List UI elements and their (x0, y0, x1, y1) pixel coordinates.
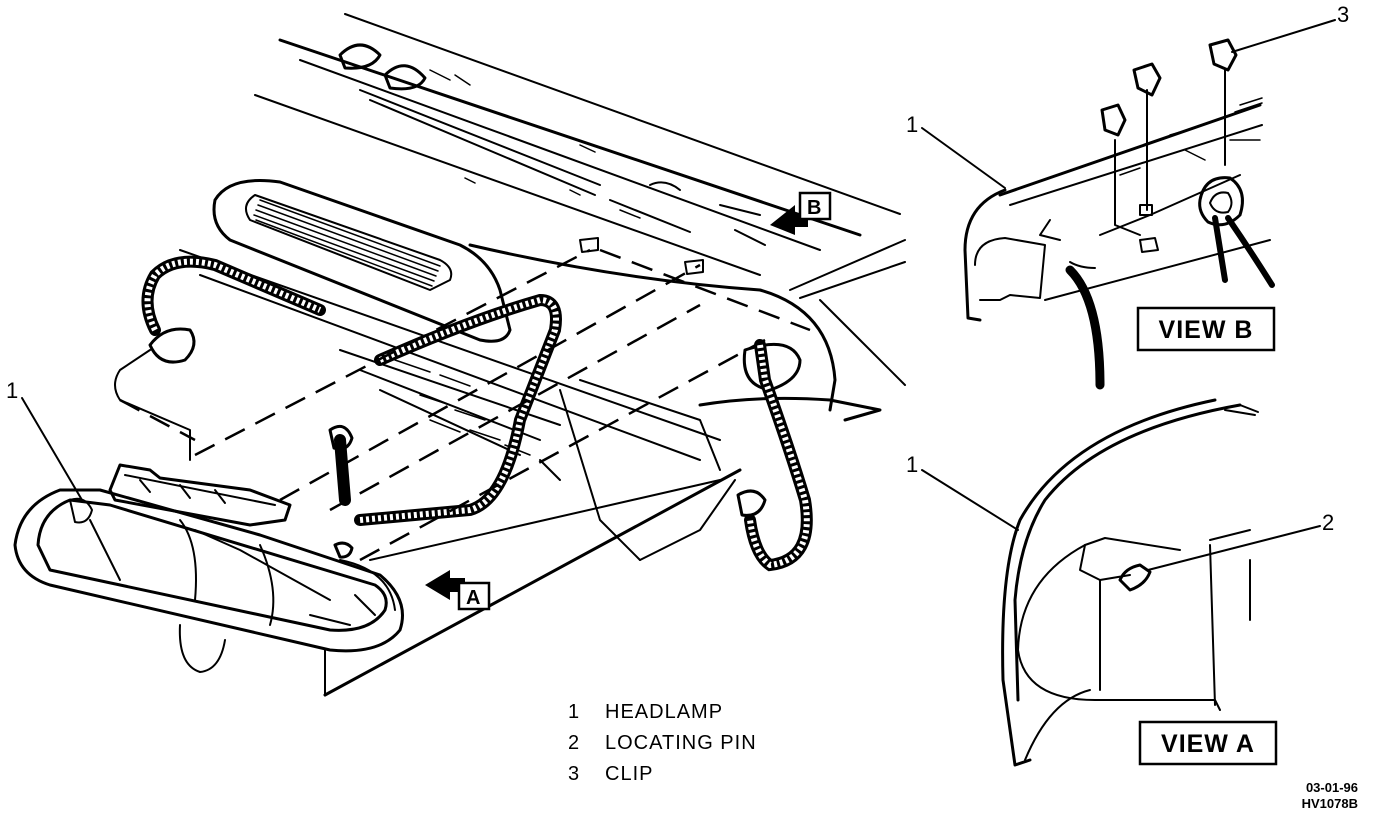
callout-view-b-clip-number: 3 (1337, 2, 1349, 27)
view-b-arrow-letter: B (807, 197, 821, 219)
legend-item-number: 3 (568, 763, 580, 785)
legend-item-number: 1 (568, 701, 580, 723)
callout-view-a-headlamp-number: 1 (906, 452, 918, 477)
reference-date: 03-01-96 (1306, 780, 1358, 795)
callout-view-b-headlamp-number: 1 (906, 112, 918, 137)
legend-item: 3 CLIP (568, 763, 653, 785)
callout-view-a-headlamp: 1 (906, 452, 1019, 531)
callout-main-headlamp-number: 1 (6, 378, 18, 403)
legend-item-number: 2 (568, 732, 580, 754)
view-b-label: VIEW B (1159, 316, 1254, 344)
view-b-detail (963, 38, 1275, 390)
view-a-detail (1001, 398, 1259, 767)
legend-item-label: HEADLAMP (605, 701, 723, 723)
view-a-arrow-letter: A (466, 587, 480, 609)
legend-item-label: CLIP (605, 763, 653, 785)
reference-number: HV1078B (1302, 796, 1358, 811)
callout-view-b-clip: 3 (1231, 2, 1349, 53)
callout-view-a-pin-number: 2 (1322, 510, 1334, 535)
view-a-arrow: A (425, 570, 491, 611)
reference-code: 03-01-96 HV1078B (1302, 780, 1358, 811)
legend-item: 1 HEADLAMP (568, 701, 723, 723)
parts-legend: 1 HEADLAMP 2 LOCATING PIN 3 CLIP (568, 701, 757, 785)
callout-main-headlamp: 1 (6, 378, 83, 501)
view-a-label-box: VIEW A (1138, 720, 1278, 766)
legend-item: 2 LOCATING PIN (568, 732, 757, 754)
headlamp-assembly-main (13, 463, 404, 673)
view-b-arrow: B (770, 191, 832, 235)
legend-item-label: LOCATING PIN (605, 732, 757, 754)
view-b-label-box: VIEW B (1136, 306, 1276, 352)
view-a-label: VIEW A (1161, 730, 1255, 758)
grille-slats (253, 199, 441, 287)
vehicle-front-illustration (114, 13, 906, 697)
callout-view-a-pin: 2 (1147, 510, 1334, 571)
callout-view-b-headlamp: 1 (906, 112, 1006, 189)
